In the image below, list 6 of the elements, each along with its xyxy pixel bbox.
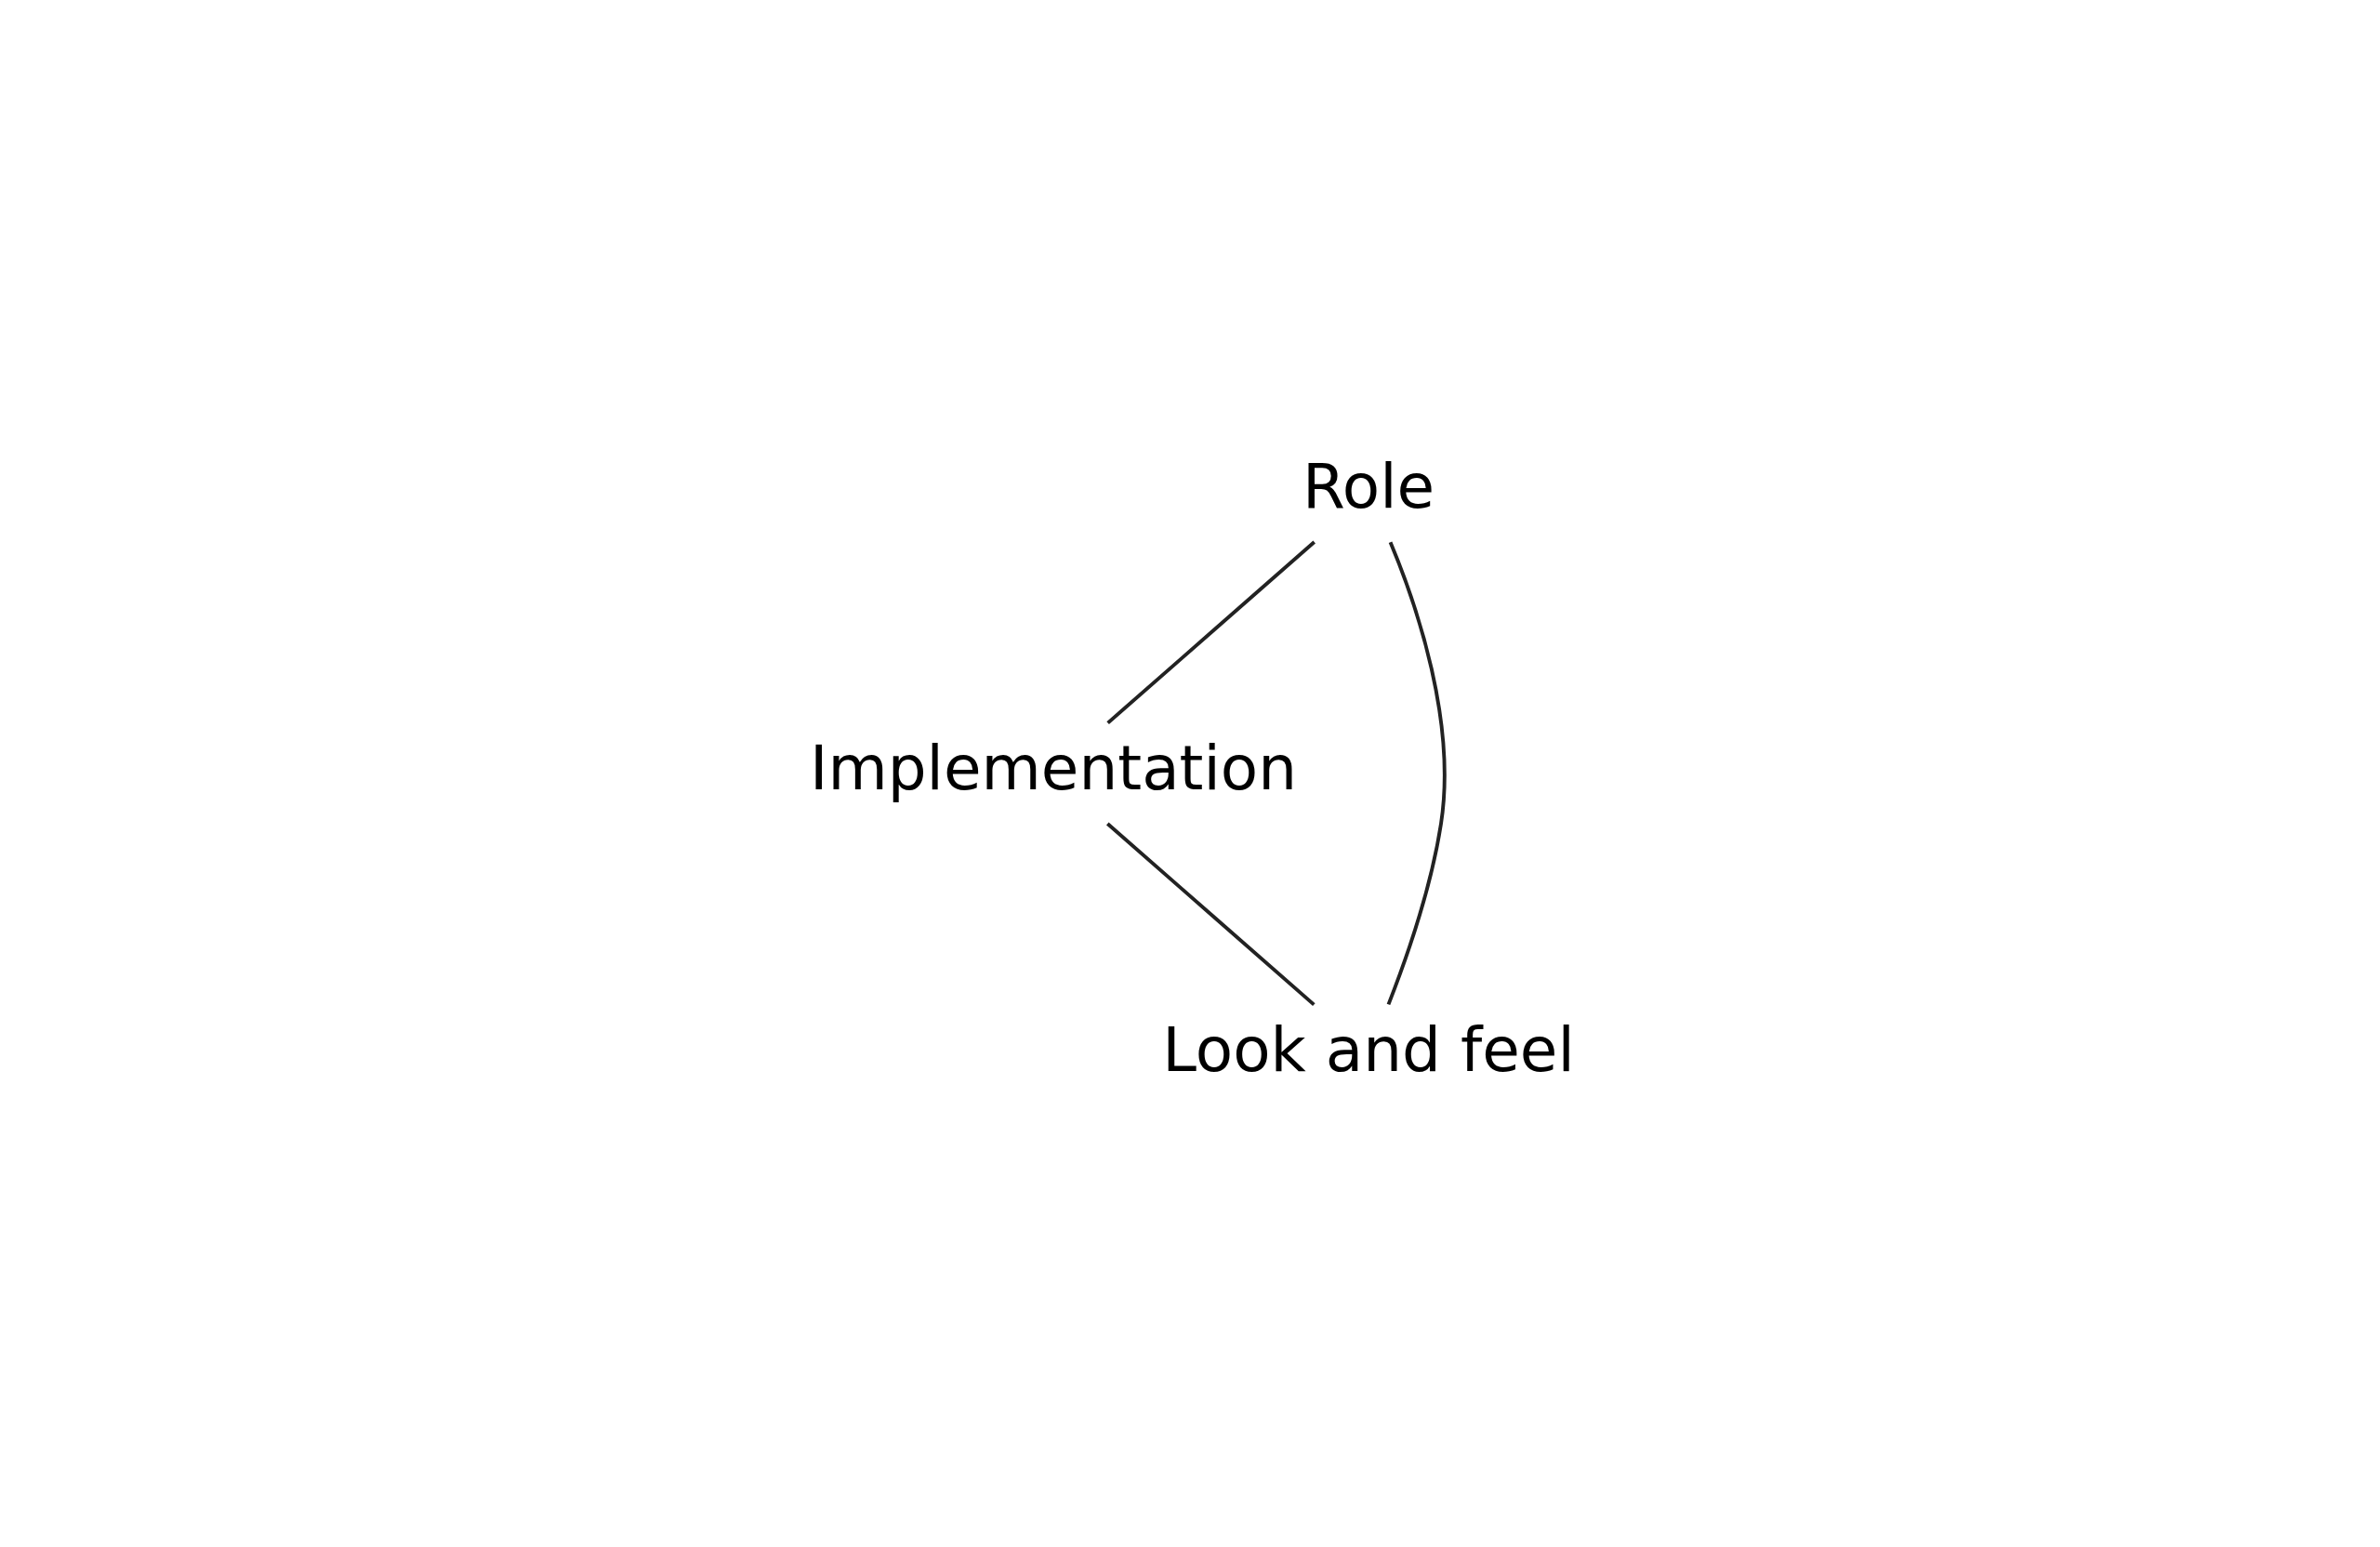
node-text: Implementation xyxy=(809,732,1298,804)
connector xyxy=(1106,540,1316,725)
connector xyxy=(1386,541,1447,1006)
node-text: Look and feel xyxy=(1162,1013,1575,1086)
connector xyxy=(1106,822,1316,1007)
node-text: Role xyxy=(1302,450,1435,522)
